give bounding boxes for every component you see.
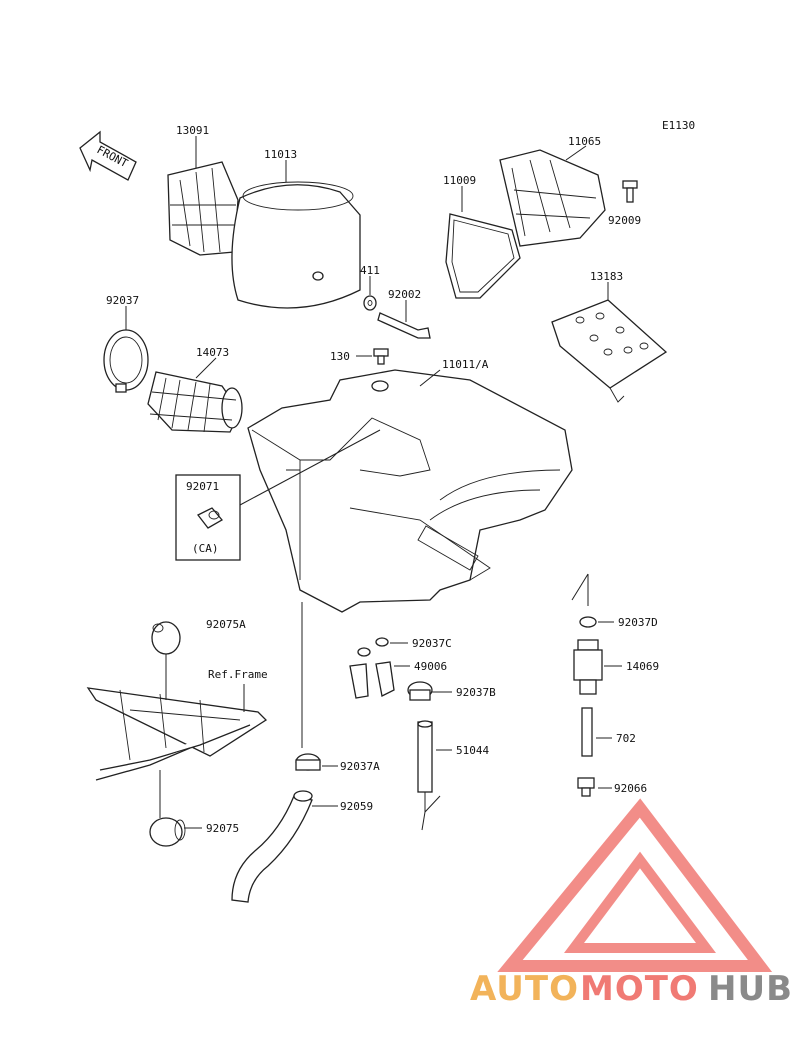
watermark-part2: MOTO [580, 969, 699, 1009]
label-92002: 92002 [388, 288, 421, 301]
label-13183: 13183 [590, 270, 623, 283]
watermark-part1: AUTO [470, 969, 579, 1009]
label-92075: 92075 [206, 822, 239, 835]
bolt-130 [373, 348, 389, 365]
clamp-92037a [295, 753, 321, 771]
callout-box-92071 [175, 429, 381, 561]
label-92066: 92066 [614, 782, 647, 795]
duct-14073 [147, 371, 243, 433]
watermark-logo [497, 798, 773, 972]
label-ca: (CA) [192, 542, 219, 555]
gasket-11009 [445, 213, 521, 299]
label-13091: 13091 [176, 124, 209, 137]
label-11013: 11013 [264, 148, 297, 161]
watermark-part3: HUB [708, 969, 793, 1009]
label-11011a: 11011/A [442, 358, 489, 371]
label-49006: 49006 [414, 660, 447, 673]
screw-92009 [622, 180, 638, 203]
cover-11065 [499, 149, 606, 247]
filter-element-11013 [231, 181, 361, 309]
washer-411 [363, 295, 377, 311]
bracket-13183 [551, 299, 668, 403]
clamp-92037b [407, 681, 433, 701]
clamp-92037 [103, 329, 149, 393]
label-92071: 92071 [186, 480, 219, 493]
label-92037: 92037 [106, 294, 139, 307]
label-92037b: 92037B [456, 686, 496, 699]
label-92059: 92059 [340, 800, 373, 813]
tube-702 [581, 707, 593, 757]
label-92037c: 92037C [412, 637, 452, 650]
clip-92037c [357, 637, 389, 657]
frame-assembly [86, 687, 268, 781]
filter-cage-13091 [167, 161, 239, 256]
air-box-11011a [247, 369, 573, 613]
ref-frame-label: Ref.Frame [208, 668, 268, 681]
label-92037d: 92037D [618, 616, 658, 629]
hose-92059 [231, 790, 313, 903]
bolt-92002 [377, 312, 431, 339]
label-130: 130 [330, 350, 350, 363]
rubber-92075 [149, 817, 186, 847]
label-14073: 14073 [196, 346, 229, 359]
rubber-92075a [151, 621, 181, 655]
watermark-text: AUTO MOTO HUB [470, 969, 793, 1009]
cap-92066 [577, 777, 595, 797]
separator-14069 [573, 639, 603, 695]
plug-49006 [349, 661, 395, 699]
label-11009: 11009 [443, 174, 476, 187]
front-arrow-icon: FRONT [79, 130, 137, 181]
label-92037a: 92037A [340, 760, 380, 773]
label-14069: 14069 [626, 660, 659, 673]
label-702: 702 [616, 732, 636, 745]
label-92075a: 92075A [206, 618, 246, 631]
pipe-51044 [417, 720, 433, 793]
clip-92037d [579, 616, 597, 628]
label-11065: 11065 [568, 135, 601, 148]
label-411: 411 [360, 264, 380, 277]
label-51044: 51044 [456, 744, 489, 757]
label-92009: 92009 [608, 214, 641, 227]
diagram-code: E1130 [662, 119, 695, 132]
